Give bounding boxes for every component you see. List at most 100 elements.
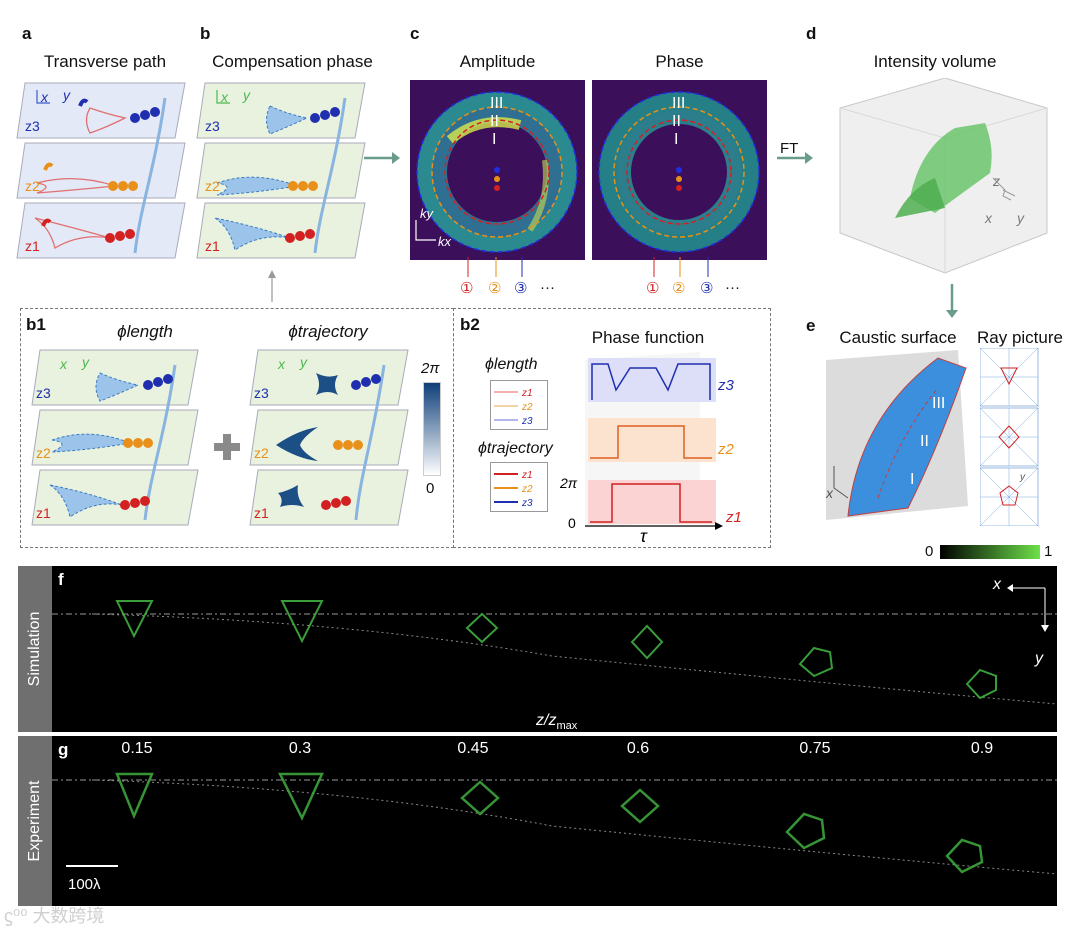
svg-text:z3: z3 bbox=[521, 498, 533, 509]
panel-c-phase-map: III II I bbox=[592, 80, 767, 260]
panel-c-amplitude-map: III II I ky kx bbox=[410, 80, 585, 260]
c-marker-2: ② bbox=[488, 280, 502, 297]
b2-phase-plot: z3 z2 z1 2π 0 τ bbox=[560, 352, 742, 542]
svg-text:z2: z2 bbox=[25, 178, 40, 194]
svg-text:z1: z1 bbox=[36, 505, 51, 521]
svg-text:x: x bbox=[40, 89, 49, 105]
panel-b-title: Compensation phase bbox=[212, 52, 373, 71]
svg-text:x: x bbox=[825, 485, 834, 501]
z-value-1: 0.3 bbox=[288, 740, 312, 757]
z-value-2: 0.45 bbox=[457, 740, 489, 757]
panel-d-title: Intensity volume bbox=[873, 52, 997, 71]
svg-text:ky: ky bbox=[420, 206, 435, 221]
c-marker-2b: ② bbox=[672, 280, 686, 297]
svg-text:z2: z2 bbox=[254, 445, 269, 461]
c-marker-more: ··· bbox=[540, 279, 555, 296]
c-marker-3b: ③ bbox=[700, 280, 714, 297]
panel-g-label: g bbox=[58, 740, 69, 759]
b2-title: Phase function bbox=[591, 328, 705, 347]
panel-b2-label: b2 bbox=[460, 315, 480, 334]
panel-b1-label: b1 bbox=[26, 315, 46, 334]
svg-text:z3: z3 bbox=[717, 377, 735, 394]
arrow-d-to-e bbox=[946, 284, 958, 318]
ft-label: FT bbox=[780, 140, 799, 157]
panel-a-title: Transverse path bbox=[43, 52, 167, 71]
z-value-4: 0.75 bbox=[799, 740, 831, 757]
arrow-c-to-d bbox=[777, 152, 813, 164]
svg-text:z1: z1 bbox=[25, 238, 40, 254]
b1-colorbar-max: 2π bbox=[421, 360, 440, 377]
svg-text:III: III bbox=[932, 395, 945, 412]
panel-b-label: b bbox=[200, 24, 211, 43]
z-value-0: 0.15 bbox=[121, 740, 153, 757]
svg-text:z1: z1 bbox=[521, 470, 533, 481]
svg-text:x: x bbox=[220, 89, 229, 105]
svg-text:z3: z3 bbox=[205, 118, 220, 134]
z-axis-title: z/zmax bbox=[536, 712, 578, 733]
panel-b2-frame bbox=[453, 308, 771, 548]
panel-e-title-right: Ray picture bbox=[977, 328, 1063, 347]
svg-text:kx: kx bbox=[438, 234, 452, 249]
svg-text:x: x bbox=[277, 356, 286, 372]
svg-text:y: y bbox=[81, 354, 90, 370]
simulation-sidebar: Simulation bbox=[18, 566, 52, 732]
svg-text:I: I bbox=[910, 471, 914, 488]
colorscale-min: 0 bbox=[925, 543, 934, 560]
colorscale-max: 1 bbox=[1044, 543, 1053, 560]
panel-d-label: d bbox=[806, 24, 817, 43]
svg-text:III: III bbox=[672, 95, 685, 112]
b1-length-layers: z3 z2 z1 x y bbox=[31, 349, 199, 526]
panel-b-layers: x y z3 z2 z1 bbox=[196, 82, 366, 259]
panel-f-label: f bbox=[58, 570, 64, 589]
b1-colorbar-min: 0 bbox=[426, 480, 435, 497]
arrow-b-to-c bbox=[364, 152, 400, 164]
panel-d-volume: z x y bbox=[839, 78, 1048, 274]
simulation-strip bbox=[52, 566, 1057, 732]
svg-text:z2: z2 bbox=[521, 484, 533, 495]
watermark-icon: ϛ⁰⁰ bbox=[4, 906, 33, 926]
svg-text:II: II bbox=[920, 433, 929, 450]
experiment-strip bbox=[52, 736, 1057, 906]
svg-text:y: y bbox=[1016, 210, 1025, 226]
svg-text:x: x bbox=[59, 356, 68, 372]
svg-text:z3: z3 bbox=[25, 118, 40, 134]
plus-icon bbox=[214, 434, 240, 460]
z-value-5: 0.9 bbox=[970, 740, 994, 757]
b2-legend-length-title: ϕlength bbox=[485, 356, 538, 373]
panel-a-layers: x y z3 z2 z1 bbox=[16, 82, 186, 259]
svg-text:z1: z1 bbox=[254, 505, 269, 521]
colorscale-bar bbox=[940, 545, 1040, 559]
f-axis-x: x bbox=[993, 576, 1001, 593]
svg-text:z1: z1 bbox=[725, 509, 742, 526]
panel-e-label: e bbox=[806, 316, 816, 335]
scale-bar-label: 100λ bbox=[68, 876, 101, 893]
svg-text:I: I bbox=[674, 131, 678, 148]
svg-text:z2: z2 bbox=[205, 178, 220, 194]
svg-text:z2: z2 bbox=[521, 402, 533, 413]
panel-e-title-left: Caustic surface bbox=[839, 328, 957, 347]
svg-text:z2: z2 bbox=[36, 445, 51, 461]
b1-phi-length: ϕlength bbox=[117, 322, 173, 341]
svg-text:II: II bbox=[672, 113, 681, 130]
b2-legend-traj-title: ϕtrajectory bbox=[478, 440, 553, 457]
panel-c-amplitude-title: Amplitude bbox=[459, 52, 536, 71]
c-marker-3: ③ bbox=[514, 280, 528, 297]
svg-text:z1: z1 bbox=[521, 388, 533, 399]
svg-text:y: y bbox=[1019, 472, 1026, 483]
panel-c-label: c bbox=[410, 24, 420, 43]
panel-e-caustic: III II I x bbox=[825, 350, 968, 520]
svg-text:III: III bbox=[490, 95, 503, 112]
f-axis-arrows bbox=[1007, 584, 1049, 632]
svg-text:z2: z2 bbox=[717, 441, 735, 458]
f-axis-y: y bbox=[1035, 650, 1043, 667]
b2-legend-lines: z1 z2 z3 z1 z2 z3 bbox=[494, 388, 533, 509]
b1-trajectory-layers: z3 z2 z1 x y bbox=[249, 349, 409, 526]
svg-text:z1: z1 bbox=[205, 238, 220, 254]
b1-colorbar bbox=[423, 382, 441, 476]
svg-text:I: I bbox=[492, 131, 496, 148]
svg-text:2π: 2π bbox=[560, 475, 578, 491]
c-marker-1b: ① bbox=[646, 280, 660, 297]
z-value-3: 0.6 bbox=[626, 740, 650, 757]
svg-text:z3: z3 bbox=[254, 385, 269, 401]
svg-text:z: z bbox=[992, 173, 1000, 189]
